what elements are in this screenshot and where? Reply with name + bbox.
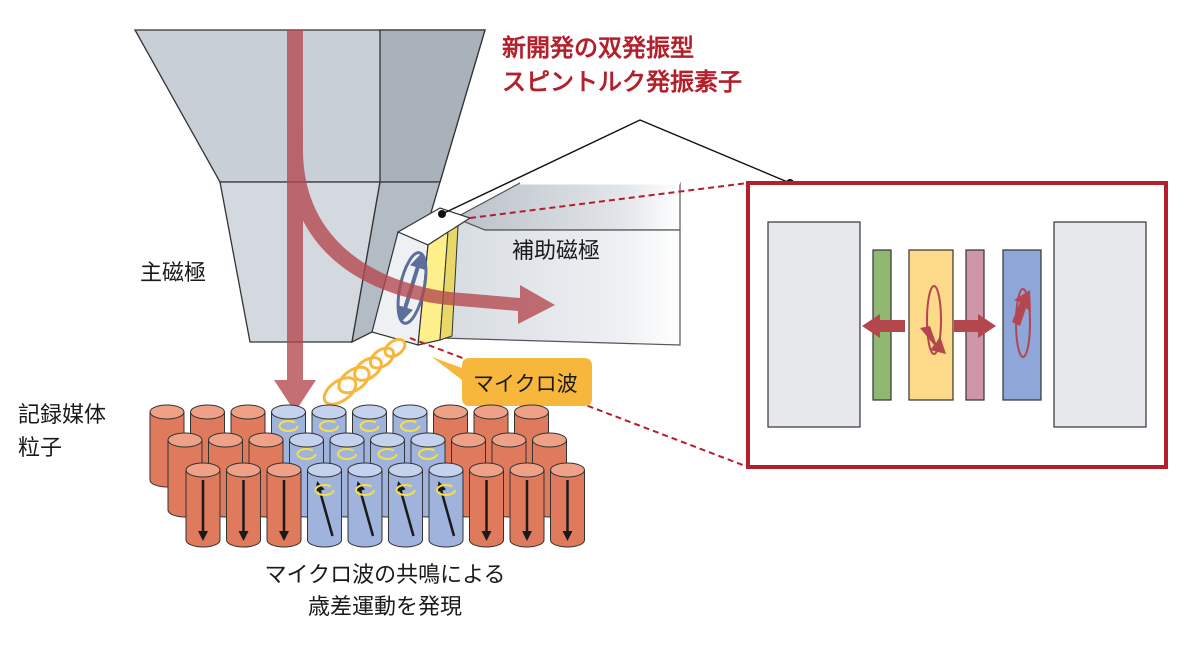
microwave-label: マイクロ波 [473, 372, 578, 396]
detail-right-arrow-icon [954, 314, 996, 338]
device-title-line1: 新開発の双発振型 [502, 34, 694, 62]
detail-spin-arrow-up-icon [1012, 290, 1031, 326]
detail-yellow-layer [908, 249, 954, 401]
grain [226, 462, 261, 548]
detail-aux-pole [1053, 221, 1147, 428]
main-pole-label: 主磁極 [140, 261, 206, 286]
oscillator-detail-box [746, 181, 1168, 469]
detail-spin-arrow-down-icon [920, 326, 946, 354]
detail-left-arrow-icon [862, 314, 905, 338]
grain [550, 462, 585, 548]
grain [469, 462, 504, 548]
detail-blue-layer [1002, 249, 1042, 401]
medium-label-line2: 粒子 [18, 436, 62, 461]
precessing-grain [307, 462, 342, 548]
device-title-line2: スピントルク発振素子 [502, 68, 742, 96]
detail-precession-orbit-icon [926, 285, 942, 355]
aux-pole-label: 補助磁極 [512, 239, 600, 264]
labels: 新開発の双発振型 スピントルク発振素子 主磁極 補助磁極 マイクロ波 記録媒体 … [18, 34, 742, 620]
bottom-caption-line1: マイクロ波の共鳴による [265, 563, 506, 588]
microwave-callout [432, 357, 592, 406]
precessing-grain [388, 462, 423, 548]
grain [266, 462, 302, 548]
flux-arrow [274, 30, 555, 412]
recording-medium-grains [149, 404, 585, 548]
grain [509, 462, 545, 548]
bottom-caption-line2: 歳差運動を発現 [308, 595, 462, 620]
precessing-grain [347, 462, 383, 548]
grain [185, 462, 221, 548]
microwave-wave-icon [322, 337, 407, 406]
detail-main-pole [767, 221, 861, 428]
medium-label-line1: 記録媒体 [18, 403, 106, 428]
oscillator-element [371, 207, 472, 346]
precessing-grain [428, 462, 464, 548]
